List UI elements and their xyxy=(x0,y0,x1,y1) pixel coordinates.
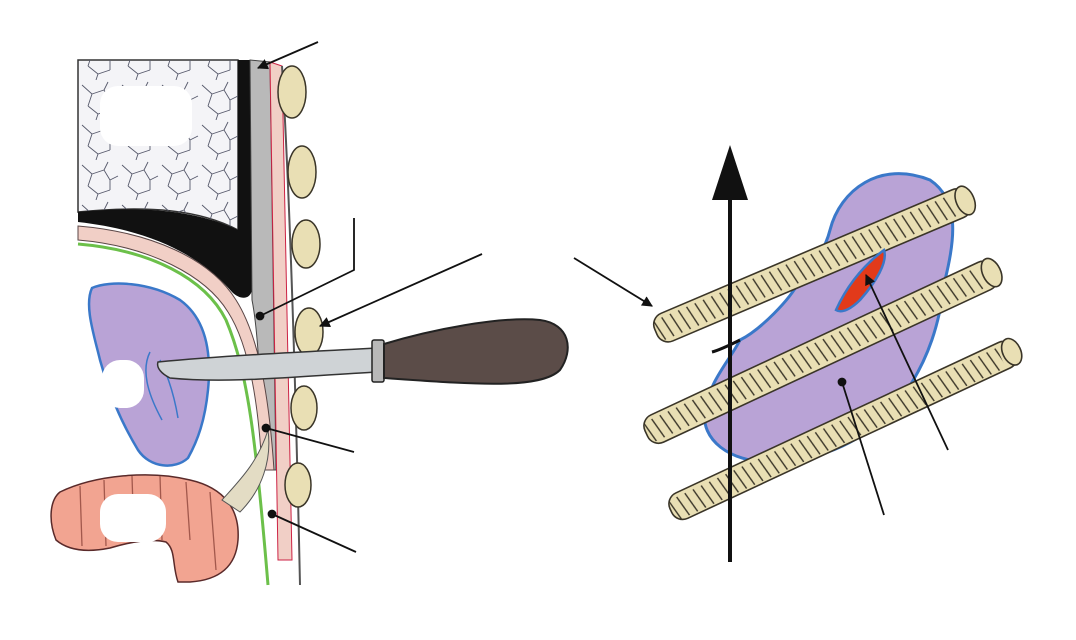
leader-dot xyxy=(261,423,271,433)
posterior-fascia xyxy=(78,60,252,298)
knife-bolster xyxy=(371,339,385,383)
rib-section xyxy=(277,65,307,119)
leader-wound xyxy=(865,274,949,451)
rib-section xyxy=(284,462,312,508)
organ-section xyxy=(87,282,211,467)
rib-lower xyxy=(667,337,1023,521)
fat-strip xyxy=(269,61,293,561)
leader-organ xyxy=(841,381,885,516)
rib-end xyxy=(954,185,977,216)
rib-cross-sections xyxy=(277,65,324,508)
direction-arrow-head xyxy=(712,145,748,200)
knife-blade xyxy=(156,347,379,381)
label-leaders-right xyxy=(573,257,949,516)
rib-hatching xyxy=(667,345,1006,521)
skin-line xyxy=(281,65,301,586)
right-panel-organ-ribs xyxy=(573,145,1023,562)
leader-dot xyxy=(267,509,277,519)
leader-fascia xyxy=(257,41,319,70)
masked-region-top xyxy=(100,86,192,146)
laceration-wound xyxy=(834,247,887,313)
leader-pleura xyxy=(265,427,355,453)
masked-region-organ xyxy=(102,360,144,408)
rib-section xyxy=(290,385,318,431)
knife-handle xyxy=(383,318,569,385)
leader-dot xyxy=(255,311,265,321)
fat-layer-arc xyxy=(77,225,275,471)
left-panel-section xyxy=(50,41,569,586)
label-leaders-left xyxy=(255,41,483,553)
leader-peritoneum xyxy=(271,513,357,553)
leader-dot xyxy=(837,377,847,387)
rib-end xyxy=(1000,337,1023,366)
rib-section xyxy=(287,145,317,199)
knife xyxy=(156,318,569,385)
leader-muscle xyxy=(259,218,355,317)
leader-rib xyxy=(319,253,483,327)
rib-section xyxy=(294,307,324,357)
rib-end xyxy=(980,257,1003,288)
organ-edge-shadow xyxy=(711,338,741,354)
rib-section xyxy=(291,219,321,269)
leader-rib xyxy=(573,257,653,307)
masked-region-bowel xyxy=(100,494,166,542)
